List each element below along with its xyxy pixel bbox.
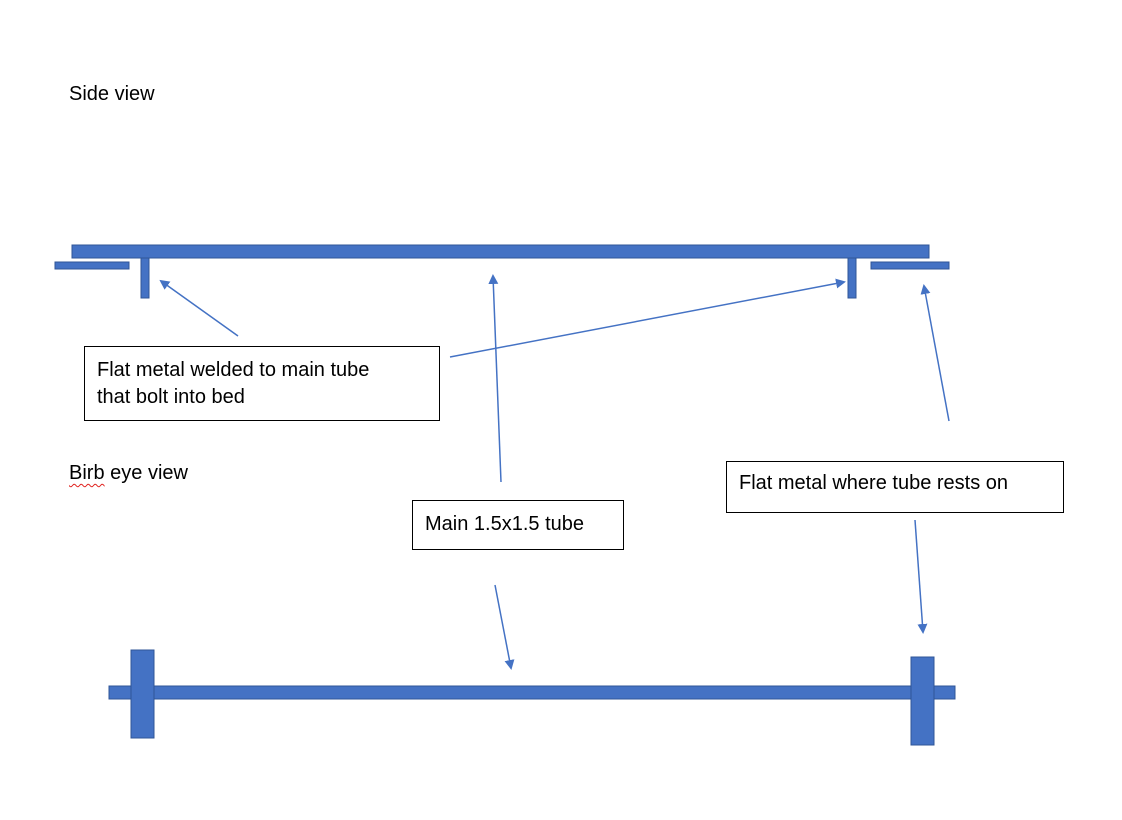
callout-welded-flat-metal: Flat metal welded to main tube that bolt… [84,346,440,421]
bird-view-shapes [108,649,956,746]
arrow-rests-to-bird-plate [914,519,928,634]
callout-welded-line1: Flat metal welded to main tube [97,359,370,381]
arrow-main-to-bird-tube [494,584,515,670]
side-view-shapes [54,244,950,299]
side-right-welded-tab [847,257,857,299]
arrow-welded-to-left-tab [159,279,239,337]
bird-left-plate [130,649,155,739]
bird-right-plate [910,656,935,746]
callout-main-tube: Main 1.5x1.5 tube [412,500,624,550]
misspelled-word: Birb [69,462,105,484]
side-left-rest-plate [54,261,130,270]
arrows [159,274,950,670]
arrow-main-to-side-tube [488,274,502,483]
side-left-welded-tab [140,257,150,299]
bird-eye-view-heading-rest: eye view [104,462,188,484]
side-main-tube [71,244,930,259]
arrow-rests-to-side-plate [920,284,950,422]
side-right-rest-plate [870,261,950,270]
arrow-welded-to-right-tab [449,278,846,358]
bird-eye-view-heading: Birb eye view [69,461,188,485]
bird-main-tube [108,685,956,700]
callout-welded-line2: that bolt into bed [97,386,245,408]
callout-rest-plate: Flat metal where tube rests on [726,461,1064,513]
side-view-heading: Side view [69,83,155,105]
